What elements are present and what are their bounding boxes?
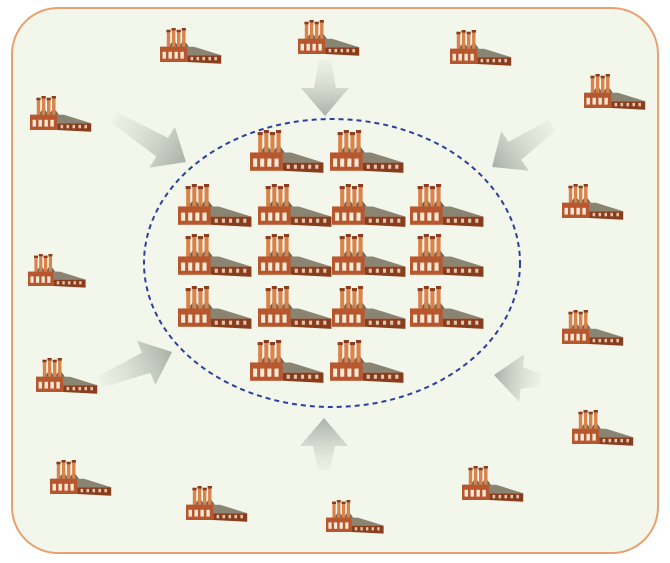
- factory-icon: [410, 234, 484, 277]
- factory-icon: [178, 184, 252, 227]
- factory-icon: [28, 254, 86, 288]
- factory-icon: [330, 130, 404, 173]
- inflow-arrow-icon: [492, 120, 556, 171]
- factory-icon: [30, 96, 92, 132]
- factory-icon: [332, 286, 406, 329]
- factory-icon: [50, 460, 112, 496]
- factory-icon: [250, 130, 324, 173]
- factory-icon: [410, 286, 484, 329]
- factory-icon: [258, 234, 332, 277]
- factory-icon: [410, 184, 484, 227]
- factory-icon: [332, 234, 406, 277]
- factory-icon: [562, 184, 624, 220]
- inflow-arrow-icon: [97, 340, 172, 388]
- factory-icon: [298, 20, 360, 56]
- factory-icon: [250, 340, 324, 383]
- factory-icon: [572, 410, 634, 446]
- factory-icon: [186, 486, 248, 522]
- factory-icon: [258, 286, 332, 329]
- factory-icon: [178, 286, 252, 329]
- inflow-arrow-icon: [301, 60, 349, 116]
- inflow-arrow-icon: [300, 418, 348, 470]
- factory-icon: [450, 30, 512, 66]
- factory-icon: [332, 184, 406, 227]
- cluster-boundary: [143, 118, 521, 408]
- factory-icon: [326, 500, 384, 534]
- factory-icon: [562, 310, 624, 346]
- inflow-arrow-icon: [111, 112, 186, 168]
- factory-icon: [584, 74, 646, 110]
- factory-icon: [36, 358, 98, 394]
- factory-icon: [178, 234, 252, 277]
- factory-icon: [330, 340, 404, 383]
- factory-icon: [462, 466, 524, 502]
- factory-icon: [160, 28, 222, 64]
- inflow-arrow-icon: [494, 354, 541, 402]
- factory-icon: [258, 184, 332, 227]
